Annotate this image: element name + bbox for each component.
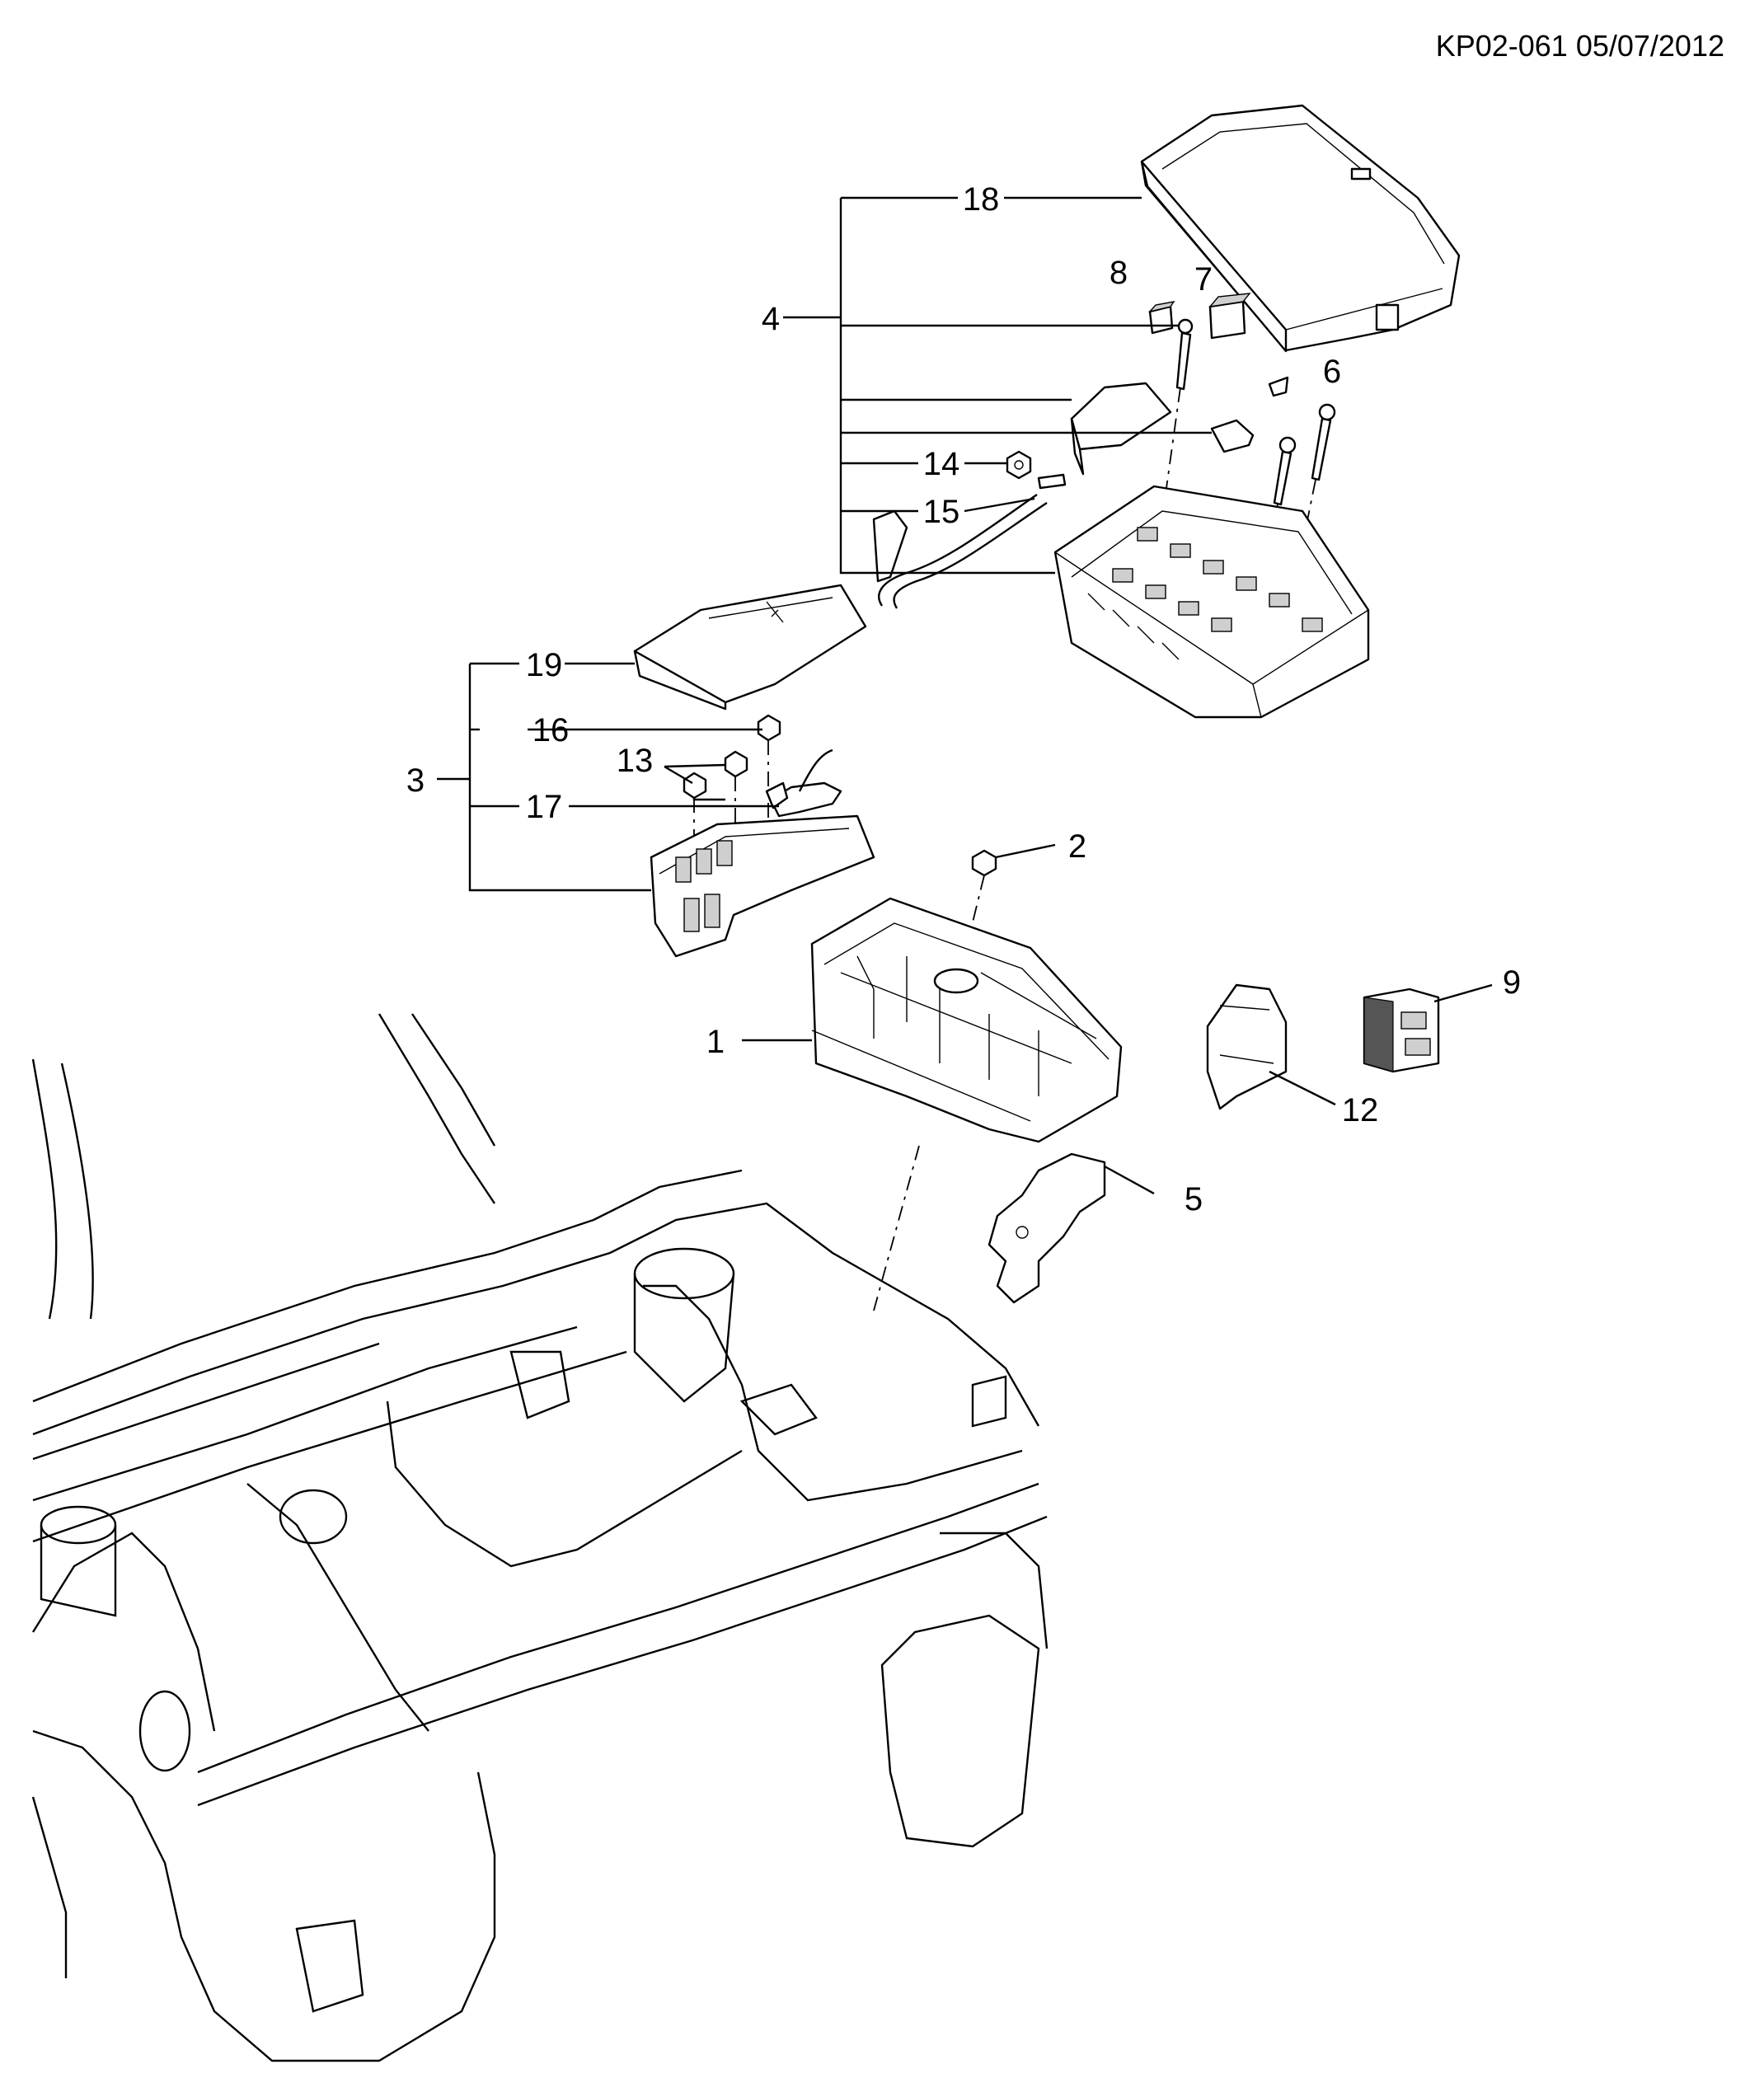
callout-8: 8 bbox=[1110, 255, 1128, 291]
part-14-nut bbox=[1006, 450, 1032, 480]
part-19-lower-cover bbox=[633, 584, 867, 711]
part-16-nut bbox=[757, 714, 781, 890]
callout-3: 3 bbox=[406, 762, 425, 799]
part-4-upper-fuse-block bbox=[1053, 485, 1370, 719]
terminal-block bbox=[1210, 419, 1255, 453]
callout-1: 1 bbox=[706, 1024, 725, 1060]
assembly-3-bracket bbox=[437, 662, 779, 892]
callout-17: 17 bbox=[526, 789, 563, 825]
part-15-cable bbox=[872, 473, 1067, 609]
callout-6: 6 bbox=[1323, 354, 1341, 390]
part-7-relay bbox=[1208, 293, 1251, 340]
callout-16: 16 bbox=[532, 712, 570, 748]
assembly-4-bracket bbox=[783, 196, 1212, 575]
callout-13: 13 bbox=[617, 743, 654, 779]
part-8-fuse bbox=[1148, 301, 1175, 335]
part-12-bracket bbox=[1206, 983, 1336, 1110]
callout-9: 9 bbox=[1503, 964, 1521, 1001]
callout-5: 5 bbox=[1185, 1181, 1203, 1217]
part-9-connector bbox=[1363, 983, 1493, 1073]
callout-2: 2 bbox=[1068, 828, 1086, 865]
part-17-cable bbox=[765, 748, 842, 818]
callout-14: 14 bbox=[923, 446, 960, 482]
part-1-tray bbox=[810, 897, 1123, 1311]
drawing-id: KP02-061 05/07/2012 bbox=[1436, 29, 1724, 63]
callout-15: 15 bbox=[923, 494, 960, 530]
callout-18: 18 bbox=[963, 181, 1000, 218]
callout-7: 7 bbox=[1194, 261, 1213, 298]
part-3-lower-fuse-block bbox=[650, 814, 875, 958]
part-18-fuse-box-cover bbox=[1140, 104, 1461, 353]
fuse-block-small-cover bbox=[1070, 382, 1172, 476]
part-6-clip bbox=[1268, 376, 1289, 397]
vehicle-front-body-structure bbox=[31, 1013, 1049, 2062]
callout-12: 12 bbox=[1342, 1092, 1379, 1128]
callout-19: 19 bbox=[526, 647, 563, 683]
callout-4: 4 bbox=[762, 301, 780, 337]
callout-labels: 18 8 7 6 4 14 15 19 16 13 3 17 2 1 9 12 … bbox=[406, 181, 1521, 1217]
part-5-bracket bbox=[988, 1152, 1155, 1304]
